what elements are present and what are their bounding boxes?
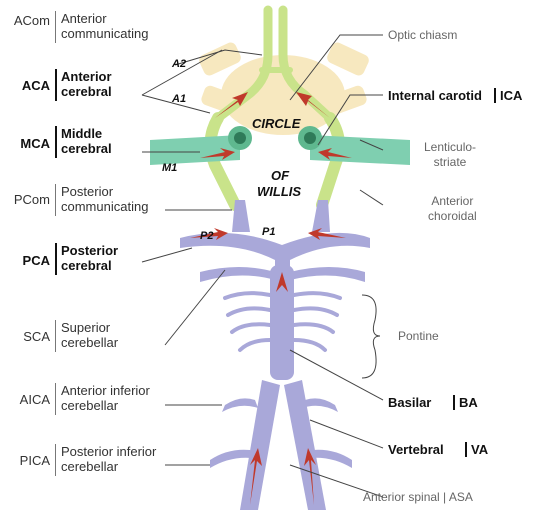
basilar-abbr: BA — [459, 395, 478, 410]
aica-separator — [55, 383, 56, 415]
basilar-name: Basilar — [388, 395, 432, 410]
anterior-choroidal-label: Anterior choroidal — [428, 194, 477, 223]
vertebral-abbr: VA — [471, 442, 489, 457]
anterior-spinal-label: Anterior spinal | ASA — [363, 490, 473, 504]
flow-arrows — [190, 92, 352, 505]
optic-chiasm-label: Optic chiasm — [388, 28, 458, 42]
vertebral-name: Vertebral — [388, 442, 444, 457]
pica-abbr: PICA — [19, 453, 50, 468]
middle-cerebral-vessels — [150, 126, 410, 165]
center-circle-label: CIRCLE — [252, 116, 301, 131]
pca-separator — [55, 243, 57, 275]
pcom-abbr: PCom — [13, 192, 50, 207]
pca-name: Posterior cerebral — [61, 243, 119, 273]
basilar-separator — [453, 395, 455, 410]
mca-name: Middle cerebral — [61, 126, 112, 156]
segment-a1-label: A1 — [172, 93, 187, 105]
pica-separator — [55, 444, 56, 476]
aica-name: Anterior inferior cerebellar — [61, 383, 150, 413]
segment-a2-label: A2 — [172, 58, 187, 70]
mca-separator — [55, 126, 57, 158]
pca-abbr: PCA — [22, 253, 50, 268]
mca-abbr: MCA — [20, 136, 50, 151]
aca-abbr: ACA — [21, 78, 50, 93]
sca-separator — [55, 320, 56, 352]
lenticulostriate-label: Lenticulo- striate — [424, 140, 477, 169]
acom-abbr: ACom — [13, 13, 50, 28]
pica-name: Posterior inferior cerebellar — [61, 444, 157, 474]
segment-p1-label: P1 — [262, 226, 276, 238]
center-willis-label: WILLIS — [257, 184, 302, 199]
internal-carotid-abbr: ICA — [500, 88, 523, 103]
pcom-name: Posterior communicating — [61, 184, 149, 214]
pontine-label: Pontine — [398, 329, 439, 343]
segment-m1-label: M1 — [162, 162, 178, 174]
posterior-circulation — [180, 200, 370, 510]
acom-name: Anterior communicating — [61, 11, 149, 41]
internal-carotid-name: Internal carotid — [388, 88, 482, 103]
aca-separator — [55, 69, 57, 101]
center-of-label: OF — [271, 168, 290, 183]
pontine-branches — [223, 291, 342, 352]
segment-p2-label: P2 — [200, 230, 214, 242]
acom-separator — [55, 11, 56, 43]
sca-abbr: SCA — [23, 329, 50, 344]
aca-name: Anterior cerebral — [61, 69, 112, 99]
leader-lines — [141, 34, 384, 498]
sca-name: Superior cerebellar — [61, 320, 119, 350]
pcom-separator — [55, 184, 56, 216]
internal-carotid-separator — [494, 88, 496, 103]
vertebral-separator — [465, 442, 467, 457]
aica-abbr: AICA — [19, 392, 50, 407]
